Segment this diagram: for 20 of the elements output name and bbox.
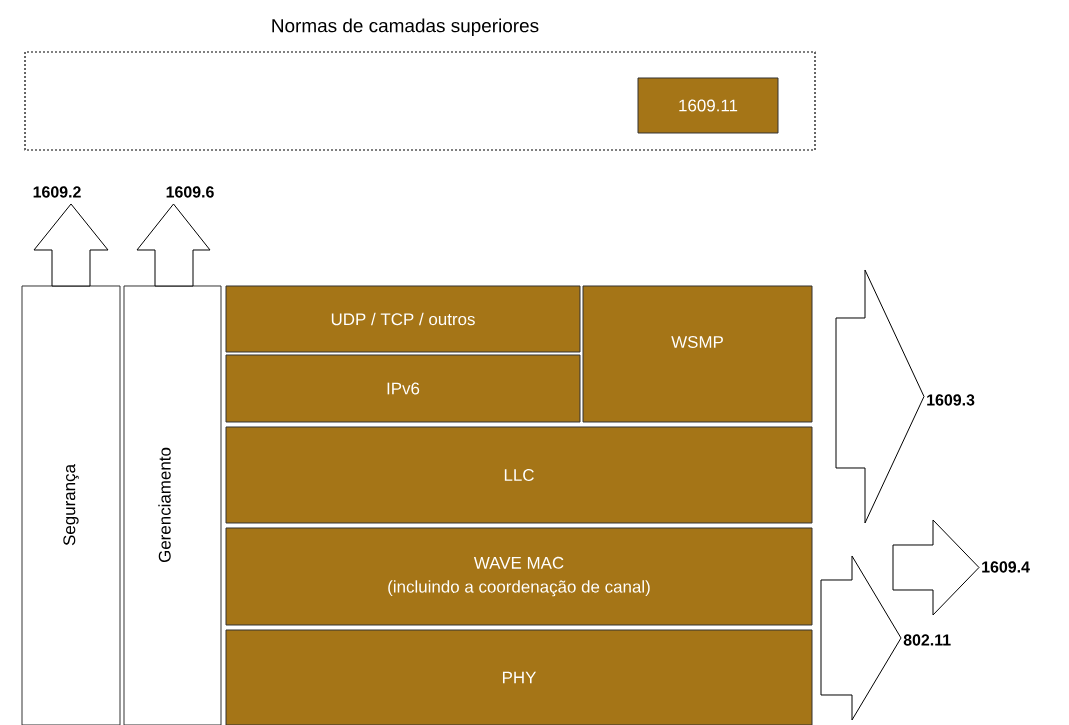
layer-box: WSMP	[582, 285, 813, 423]
block-arrow	[892, 519, 980, 616]
block-arrow	[33, 203, 109, 287]
block-arrow	[136, 203, 211, 287]
layer-box: IPv6	[225, 354, 581, 423]
layer-column: Gerenciamento	[123, 285, 222, 725]
layer-box: WAVE MAC (incluindo a coordenação de canal)	[225, 527, 813, 626]
layer-box: LLC	[225, 426, 813, 524]
block-arrow	[835, 269, 925, 524]
block-arrow	[820, 555, 902, 721]
layer-box: 1609.11	[637, 77, 779, 134]
standard-label: 1609.2	[33, 186, 81, 198]
layer-box: PHY	[225, 629, 813, 725]
standard-label: 1609.3	[927, 394, 975, 406]
standard-label: 1609.6	[166, 186, 214, 198]
standard-label: 1609.4	[982, 561, 1030, 573]
layer-box: UDP / TCP / outros	[225, 285, 581, 353]
node-label: Normas de camadas superiores	[272, 18, 539, 37]
standard-label: 802.11	[903, 634, 951, 646]
layer-column: Segurança	[21, 285, 121, 725]
